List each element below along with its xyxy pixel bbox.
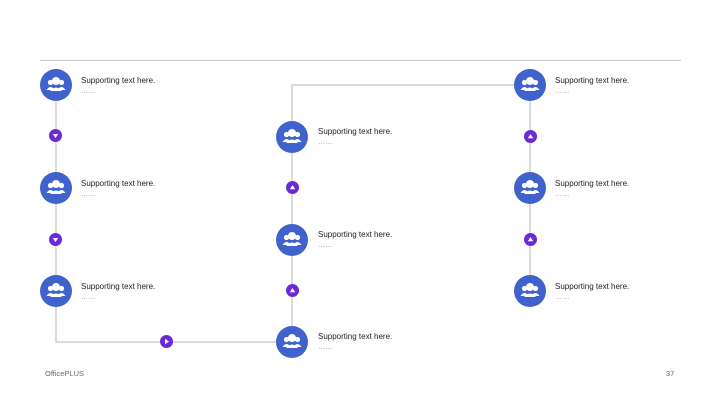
marker-up-2 (286, 284, 299, 297)
users-icon (46, 180, 66, 194)
marker-down-1 (49, 129, 62, 142)
node-6-label: Supporting text here. (318, 332, 393, 341)
node-6-subtext: …… (318, 344, 333, 351)
users-icon (520, 77, 540, 91)
arrow-right-icon (165, 338, 169, 345)
marker-up-4 (524, 233, 537, 246)
users-icon (520, 283, 540, 297)
node-1-label: Supporting text here. (81, 76, 156, 85)
node-7 (514, 69, 546, 101)
node-5-subtext: …… (318, 242, 333, 249)
users-icon (282, 129, 302, 143)
users-icon (46, 283, 66, 297)
users-icon (46, 77, 66, 91)
node-4-subtext: …… (318, 139, 333, 146)
node-7-subtext: …… (555, 88, 570, 95)
node-8 (514, 172, 546, 204)
node-2-label: Supporting text here. (81, 179, 156, 188)
node-4-label: Supporting text here. (318, 127, 393, 136)
page-number: 37 (666, 369, 675, 378)
marker-right-1 (160, 335, 173, 348)
arrow-up-icon (289, 185, 296, 190)
top-divider (40, 60, 681, 61)
node-3-label: Supporting text here. (81, 282, 156, 291)
arrow-down-icon (52, 134, 59, 138)
node-3-subtext: …… (81, 294, 96, 301)
node-2-subtext: …… (81, 191, 96, 198)
marker-up-3 (524, 130, 537, 143)
node-7-label: Supporting text here. (555, 76, 630, 85)
node-5 (276, 224, 308, 256)
node-1 (40, 69, 72, 101)
node-6 (276, 326, 308, 358)
users-icon (282, 232, 302, 246)
node-9-label: Supporting text here. (555, 282, 630, 291)
node-3 (40, 275, 72, 307)
arrow-up-icon (289, 288, 296, 293)
footer-brand: OfficePLUS (45, 369, 85, 378)
users-icon (520, 180, 540, 194)
arrow-up-icon (527, 134, 534, 139)
arrow-down-icon (52, 238, 59, 242)
arrow-up-icon (527, 237, 534, 242)
node-4 (276, 121, 308, 153)
node-9 (514, 275, 546, 307)
users-icon (282, 334, 302, 348)
marker-down-2 (49, 233, 62, 246)
node-9-subtext: …… (555, 294, 570, 301)
node-2 (40, 172, 72, 204)
node-8-label: Supporting text here. (555, 179, 630, 188)
node-5-label: Supporting text here. (318, 230, 393, 239)
marker-up-1 (286, 181, 299, 194)
node-1-subtext: …… (81, 88, 96, 95)
node-8-subtext: …… (555, 191, 570, 198)
